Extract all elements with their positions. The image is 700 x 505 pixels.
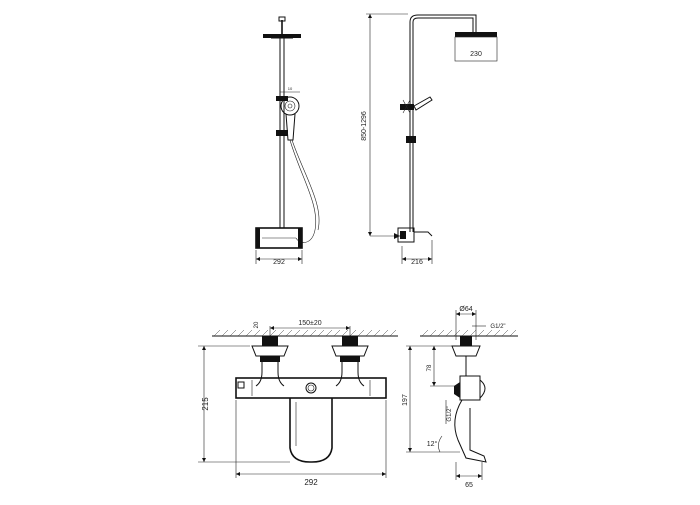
bath-mixer-bar bbox=[235, 377, 387, 399]
height-range-label: 850-1296 bbox=[361, 111, 368, 141]
thread-top-label: G1/2" bbox=[490, 324, 505, 330]
head-diameter-label: 230 bbox=[470, 51, 482, 58]
depth-65-label: 65 bbox=[465, 482, 473, 489]
thread-side-label: G1/2" bbox=[447, 406, 453, 421]
outlet-height-label: 197 bbox=[402, 394, 409, 406]
bath-mixer-side-view: Ø64 G1/2" 78 197 G1/2" 12° bbox=[402, 306, 518, 489]
hand-shower bbox=[280, 96, 300, 116]
spacing-label: 150±20 bbox=[298, 320, 321, 327]
depth-78-label: 78 bbox=[427, 364, 433, 371]
front-width-label: 292 bbox=[273, 259, 285, 266]
bath-spout bbox=[289, 398, 333, 463]
shower-side-view: 230 850-1296 216 bbox=[361, 13, 498, 266]
small-dim-label: 10 bbox=[288, 86, 293, 91]
side-shower-head bbox=[455, 32, 497, 37]
angle-label: 12° bbox=[427, 440, 438, 448]
shower-front-view: 10 292 bbox=[255, 16, 320, 266]
side-body bbox=[459, 375, 481, 401]
shower-head bbox=[263, 34, 301, 38]
spacing-left-label: 20 bbox=[254, 321, 260, 328]
mixer-width-label: 292 bbox=[304, 478, 318, 487]
side-width-label: 216 bbox=[411, 259, 423, 266]
bath-mixer-front-view: 150±20 20 292 215 bbox=[198, 320, 398, 487]
mixer-height-label: 215 bbox=[201, 397, 210, 411]
diameter-label: Ø64 bbox=[459, 306, 472, 313]
